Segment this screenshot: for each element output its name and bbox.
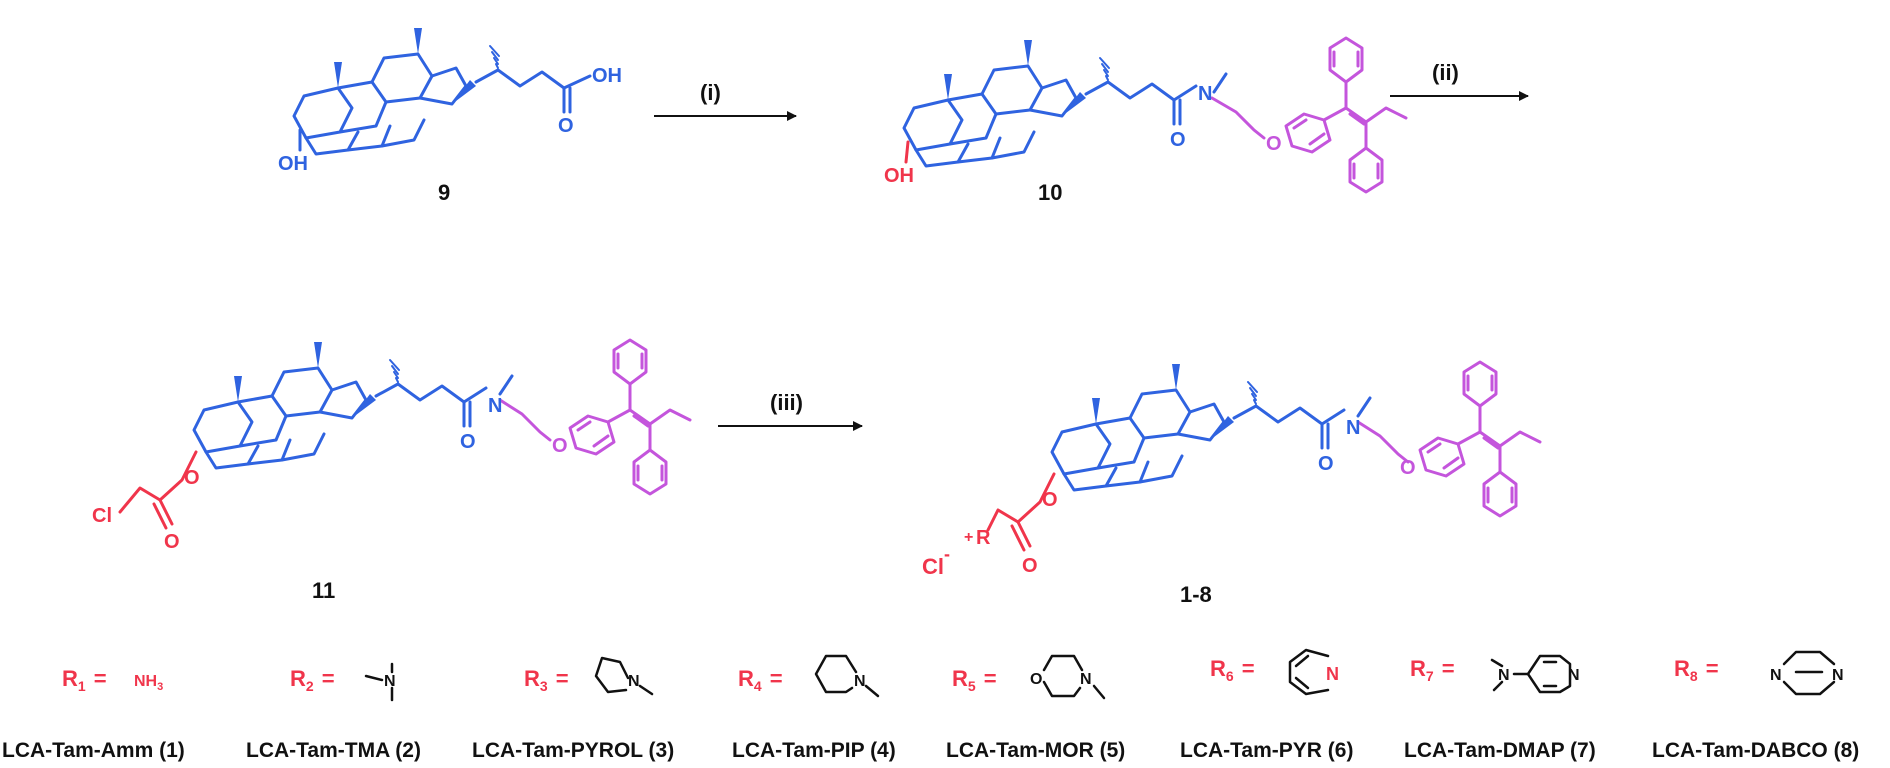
r-group-2: R2 = N — [290, 662, 396, 702]
amide-nitrogen-label: N — [1346, 417, 1360, 439]
r-subscript: 4 — [754, 678, 762, 694]
compound-name-2: LCA-Tam-TMA (2) — [246, 739, 421, 762]
r-group-1: R1 = NH3 — [62, 666, 163, 694]
r-group-5: R5 = O N — [952, 654, 1106, 700]
compound-name-3: LCA-Tam-PYROL (3) — [472, 739, 674, 762]
svg-text:R5=: R5 = — [952, 666, 997, 694]
svg-text:NH3: NH3 — [134, 673, 163, 693]
svg-text:R1=: R1 = — [62, 666, 107, 694]
svg-text:R4=: R4 = — [738, 666, 783, 694]
nitrogen-label: N — [628, 673, 640, 690]
oxygen-label: O — [1030, 671, 1042, 688]
nitrogen-label: N — [1326, 664, 1339, 684]
nitrogen-label: N — [1080, 671, 1092, 688]
r-subscript: 6 — [1226, 668, 1234, 684]
r-symbol: R — [1674, 656, 1690, 681]
amide-oxygen-label: O — [460, 431, 476, 453]
r-symbol: R — [62, 666, 78, 691]
amide-oxygen-label: O — [1318, 453, 1334, 475]
amide-oxygen-label: O — [1170, 129, 1186, 151]
dimethylamino-nitrogen-label: N — [1498, 667, 1510, 684]
ether-oxygen-label: O — [552, 435, 568, 457]
r-group-label: R — [976, 527, 991, 549]
equals-sign: = — [1242, 656, 1255, 681]
chloro-label: Cl — [92, 505, 112, 527]
r-symbol: R — [1210, 656, 1226, 681]
compound-name-1: LCA-Tam-Amm (1) — [2, 739, 185, 762]
c3-hydroxyl-label: OH — [278, 153, 308, 175]
r-subscript: 3 — [540, 678, 548, 694]
r-group-4: R4 = N — [738, 654, 880, 698]
anion-charge: - — [944, 544, 950, 564]
pyridine-nitrogen-label: N — [1568, 667, 1580, 684]
amide-nitrogen-label: N — [488, 395, 502, 417]
r-group-3: R3 = N — [524, 656, 654, 696]
ester-oxygen-label: O — [1042, 489, 1058, 511]
r-subscript: 8 — [1690, 668, 1698, 684]
cation-charge: + — [964, 529, 973, 546]
r-group-7: R7 = N N — [1410, 654, 1580, 694]
step-label-ii: (ii) — [1432, 60, 1459, 85]
r-subscript: 5 — [968, 678, 976, 694]
compound-name-5: LCA-Tam-MOR (5) — [946, 739, 1125, 762]
step-label-i: (i) — [700, 80, 721, 105]
c3-hydroxyl-label: OH — [884, 165, 914, 187]
dabco-nitrogen-left-label: N — [1770, 667, 1782, 684]
r-subscript: 1 — [78, 678, 86, 694]
r-subscript: 7 — [1426, 668, 1434, 684]
reaction-arrow-iii: (iii) — [718, 390, 863, 431]
equals-sign: = — [1442, 656, 1455, 681]
equals-sign: = — [984, 666, 997, 691]
compound-name-7: LCA-Tam-DMAP (7) — [1404, 739, 1596, 762]
svg-text:R8=: R8 = — [1674, 656, 1719, 684]
compound-9: OH O OH 9 — [278, 26, 622, 205]
r-symbol: R — [952, 666, 968, 691]
ester-oxygen-label: O — [184, 467, 200, 489]
compound-label-11: 11 — [312, 578, 335, 603]
compound-name-6: LCA-Tam-PYR (6) — [1180, 739, 1353, 762]
equals-sign: = — [322, 666, 335, 691]
svg-text:R2=: R2 = — [290, 666, 335, 694]
compound-label-1-8: 1-8 — [1180, 582, 1212, 607]
compound-1-8: N O O O O R + Cl - 1-8 — [922, 360, 1542, 607]
compound-names-row: LCA-Tam-Amm (1) LCA-Tam-TMA (2) LCA-Tam-… — [2, 739, 1859, 762]
svg-text:R7=: R7 = — [1410, 656, 1455, 684]
ammonium-subscript: 3 — [157, 681, 163, 693]
ester-carbonyl-label: O — [1022, 555, 1038, 577]
acid-hydroxyl-label: OH — [592, 65, 622, 87]
ether-oxygen-label: O — [1400, 457, 1416, 479]
r-group-8: R8 = N N — [1674, 650, 1844, 696]
nitrogen-label: N — [384, 673, 396, 690]
chloride-counterion-label: Cl — [922, 554, 944, 579]
ester-carbonyl-label: O — [164, 531, 180, 553]
compound-label-10: 10 — [1038, 180, 1062, 205]
r-subscript: 2 — [306, 678, 314, 694]
r-symbol: R — [524, 666, 540, 691]
compound-11: N O O O O Cl 11 — [92, 338, 692, 603]
r-symbol: R — [738, 666, 754, 691]
r-symbol: R — [290, 666, 306, 691]
amide-nitrogen-label: N — [1198, 83, 1212, 105]
nitrogen-label: N — [854, 673, 866, 690]
compound-10: N O O OH 10 — [884, 36, 1408, 205]
reaction-arrow-ii: (ii) — [1390, 60, 1529, 101]
acid-carbonyl-label: O — [558, 115, 574, 137]
compound-name-4: LCA-Tam-PIP (4) — [732, 739, 896, 762]
compound-name-8: LCA-Tam-DABCO (8) — [1652, 739, 1859, 762]
svg-text:R3=: R3 = — [524, 666, 569, 694]
equals-sign: = — [556, 666, 569, 691]
reaction-arrow-i: (i) — [654, 80, 797, 121]
ammonium-label: NH — [134, 673, 157, 690]
dabco-nitrogen-right-label: N — [1832, 667, 1844, 684]
r-group-6: R6 = N — [1210, 648, 1339, 696]
step-label-iii: (iii) — [770, 390, 803, 415]
equals-sign: = — [770, 666, 783, 691]
r-symbol: R — [1410, 656, 1426, 681]
ether-oxygen-label: O — [1266, 133, 1282, 155]
svg-text:R6=: R6 = — [1210, 656, 1255, 684]
compound-label-9: 9 — [438, 180, 450, 205]
equals-sign: = — [1706, 656, 1719, 681]
equals-sign: = — [94, 666, 107, 691]
